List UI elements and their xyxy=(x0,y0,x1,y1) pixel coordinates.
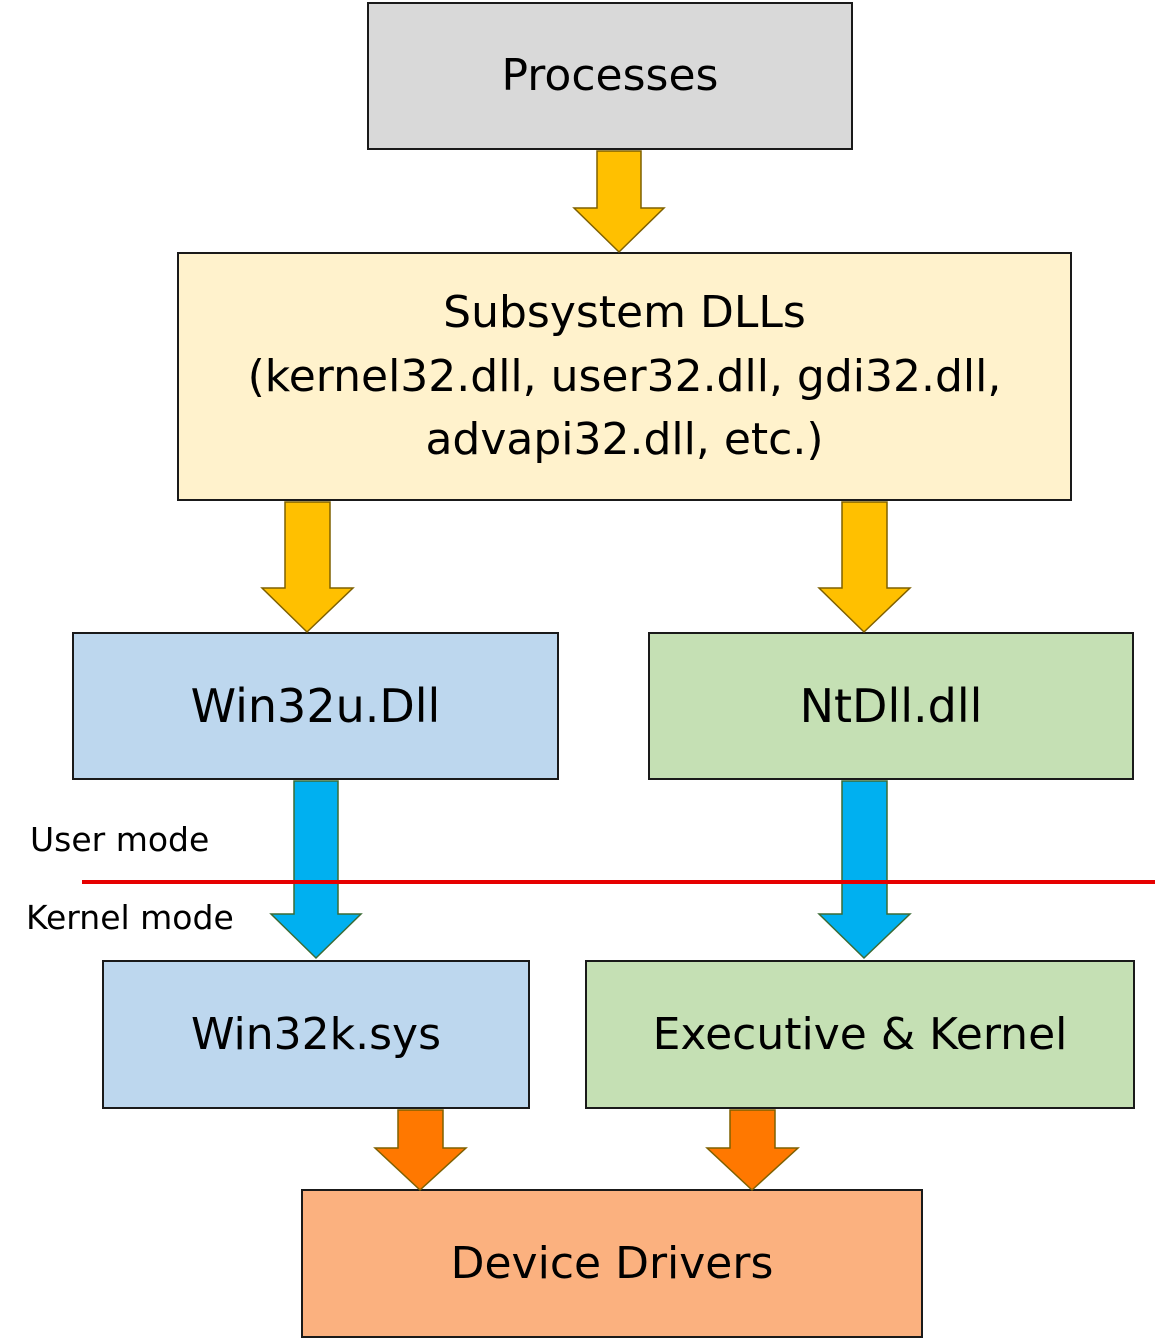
subsystem-dll-list-line2: advapi32.dll, etc.) xyxy=(425,414,824,466)
win32k-label: Win32k.sys xyxy=(191,1008,441,1060)
ntdll-node: NtDll.dll xyxy=(648,632,1134,780)
executive-label: Executive & Kernel xyxy=(652,1008,1068,1060)
arrow-subsystem-to-ntdll xyxy=(817,501,912,634)
subsystem-dll-list-line1: (kernel32.dll, user32.dll, gdi32.dll, xyxy=(247,350,1002,402)
subsystem-title: Subsystem DLLs xyxy=(443,286,806,338)
subsystem-dlls-node: Subsystem DLLs (kernel32.dll, user32.dll… xyxy=(177,252,1072,501)
drivers-label: Device Drivers xyxy=(450,1237,774,1289)
processes-label: Processes xyxy=(501,50,719,102)
arrow-win32k-to-drivers xyxy=(373,1109,468,1192)
win32k-sys-node: Win32k.sys xyxy=(102,960,530,1109)
user-mode-label: User mode xyxy=(30,820,210,859)
arrow-processes-to-subsystem xyxy=(572,150,666,254)
arrow-executive-to-drivers xyxy=(705,1109,800,1192)
device-drivers-node: Device Drivers xyxy=(301,1189,923,1338)
arrow-win32u-to-win32k xyxy=(269,780,363,960)
win32u-label: Win32u.Dll xyxy=(190,678,441,733)
arrow-ntdll-to-executive xyxy=(817,780,912,960)
arrow-subsystem-to-win32u xyxy=(260,501,355,634)
kernel-mode-label: Kernel mode xyxy=(26,898,234,937)
processes-node: Processes xyxy=(367,2,853,150)
executive-kernel-node: Executive & Kernel xyxy=(585,960,1135,1109)
ntdll-label: NtDll.dll xyxy=(799,678,983,733)
win32u-dll-node: Win32u.Dll xyxy=(72,632,559,780)
